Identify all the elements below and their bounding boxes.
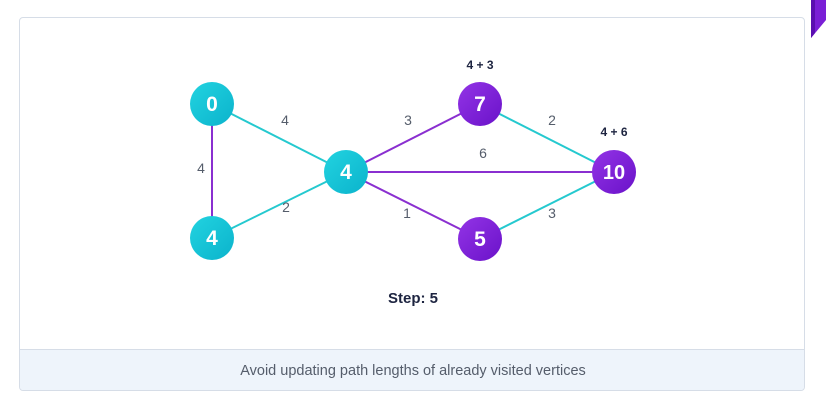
node-circle [190, 216, 234, 260]
corner-flag [811, 0, 826, 38]
edge-weight-b-c: 2 [282, 199, 290, 215]
node-circle [458, 82, 502, 126]
graph-card: 4 4 2 3 6 1 2 3 0 4 4 7 5 10 4 + 3 4 + 6 Step: 5 Avoi… [19, 17, 805, 391]
edge-weight-a-b: 4 [197, 160, 205, 176]
node-label: 10 [603, 162, 625, 184]
node-d: 7 [458, 82, 502, 126]
edge-a-c [211, 103, 347, 173]
edge-weight-c-f: 6 [479, 145, 487, 161]
edges-layer [211, 103, 615, 240]
node-annotation-f: 4 + 6 [600, 125, 627, 139]
edge-c-e [345, 171, 481, 240]
caption-bar: Avoid updating path lengths of already v… [20, 349, 804, 390]
node-c: 4 [324, 150, 368, 194]
edge-c-d [345, 103, 481, 173]
node-circle [324, 150, 368, 194]
edge-e-f [479, 171, 615, 240]
graph-canvas: 4 4 2 3 6 1 2 3 0 4 4 7 5 10 4 + 3 4 + 6 Step: 5 [190, 58, 636, 307]
node-a: 0 [190, 82, 234, 126]
node-label: 4 [206, 227, 218, 250]
node-f: 10 [592, 150, 636, 194]
edge-weight-c-e: 1 [403, 205, 411, 221]
node-circle [190, 82, 234, 126]
edge-weight-e-f: 3 [548, 205, 556, 221]
node-label: 4 [340, 161, 352, 184]
nodes-layer: 0 4 4 7 5 10 [190, 82, 636, 261]
edge-d-f [479, 103, 615, 173]
node-label: 0 [206, 93, 218, 116]
node-annotation-d: 4 + 3 [466, 58, 493, 72]
edge-weight-c-d: 3 [404, 112, 412, 128]
caption-text: Avoid updating path lengths of already v… [240, 363, 586, 379]
node-b: 4 [190, 216, 234, 260]
weights-layer: 4 4 2 3 6 1 2 3 [197, 112, 556, 221]
step-label: Step: 5 [388, 290, 438, 307]
edge-weight-a-c: 4 [281, 112, 289, 128]
annotations-layer: 4 + 3 4 + 6 [466, 58, 627, 139]
edge-b-c [211, 171, 347, 239]
node-circle [592, 150, 636, 194]
node-circle [458, 217, 502, 261]
node-label: 7 [474, 93, 486, 116]
node-label: 5 [474, 228, 486, 251]
node-e: 5 [458, 217, 502, 261]
edge-weight-d-f: 2 [548, 112, 556, 128]
